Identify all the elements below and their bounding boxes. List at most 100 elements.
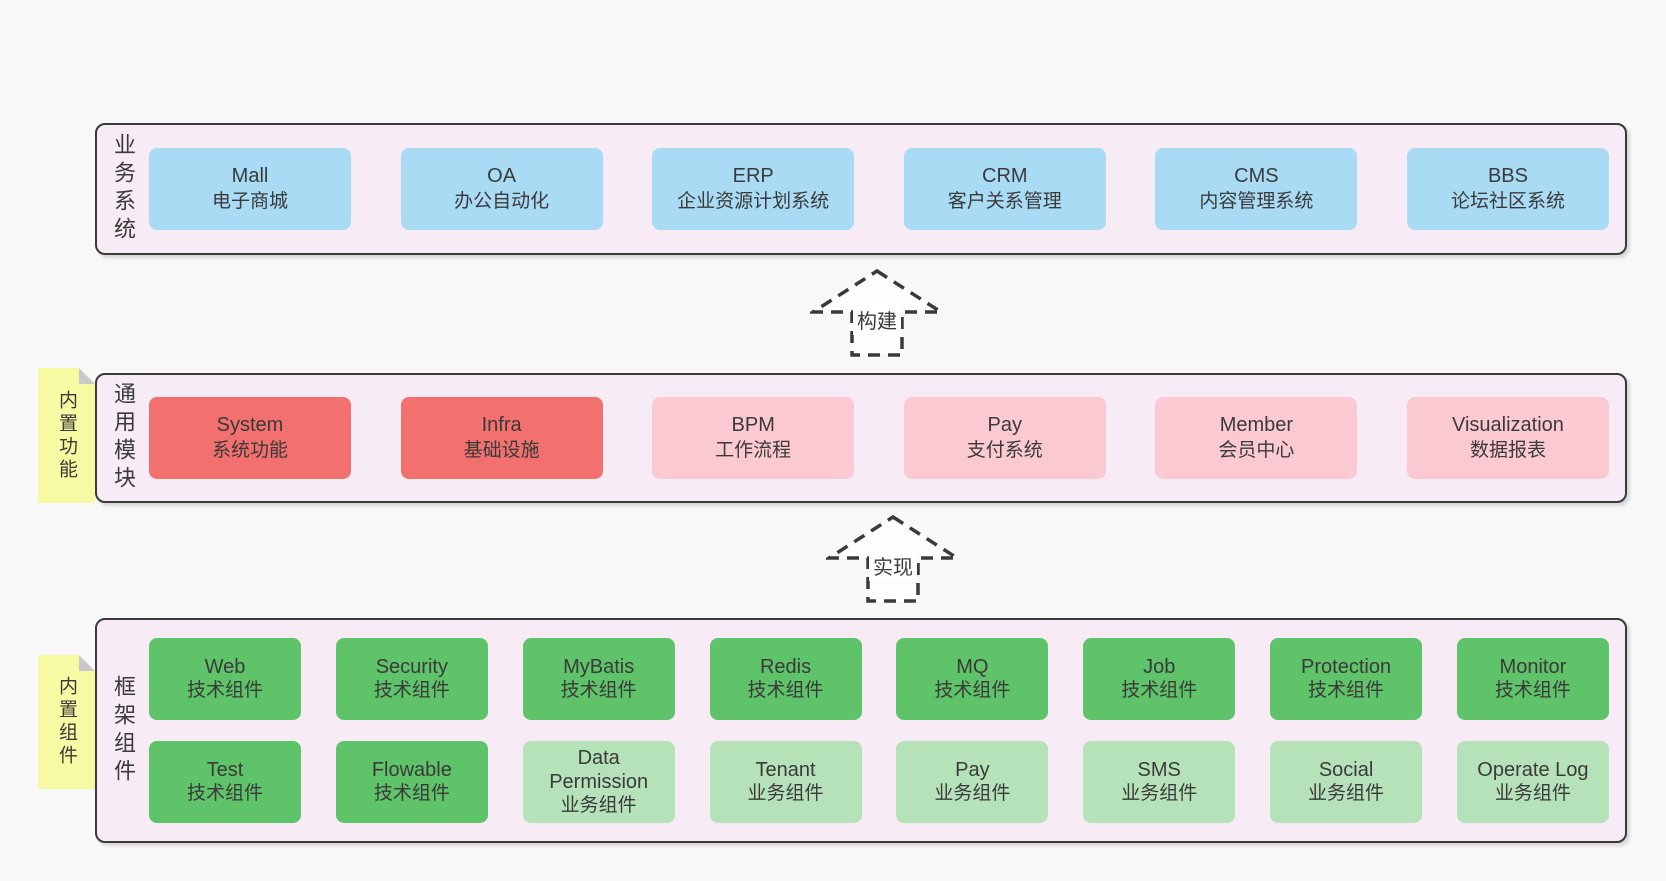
- box-security: Security 技术组件: [335, 638, 488, 720]
- tech-components-row: Web 技术组件 Security 技术组件 MyBatis 技术组件 Redi…: [149, 638, 1609, 720]
- layer-label-text: 框架组件: [111, 674, 136, 787]
- box-subtitle: 技术组件: [186, 680, 263, 701]
- box-subtitle: 内容管理系统: [1199, 191, 1314, 212]
- common-modules-layer: 通用模块 System 系统功能 Infra 基础设施 BPM 工作流程 Pay…: [95, 373, 1627, 503]
- box-title: Protection: [1301, 656, 1392, 678]
- folded-corner-icon: [79, 655, 95, 671]
- box-title: Pay: [955, 759, 990, 781]
- box-subtitle: 工作流程: [715, 440, 792, 461]
- layer-label-text: 通用模块: [111, 382, 136, 494]
- box-mall: Mall 电子商城: [149, 148, 351, 230]
- box-bbs: BBS 论坛社区系统: [1406, 148, 1609, 230]
- common-modules-layer-label: 通用模块: [97, 375, 149, 501]
- sticky-note-builtin-features: 内置功能: [38, 368, 95, 503]
- box-subtitle: 业务组件: [1121, 783, 1198, 804]
- box-subtitle: 基础设施: [463, 440, 540, 461]
- box-subtitle: 业务组件: [934, 783, 1011, 804]
- folded-corner-icon: [79, 368, 95, 384]
- box-subtitle: 系统功能: [211, 440, 288, 461]
- box-title: BPM: [731, 414, 775, 436]
- box-title: CMS: [1234, 165, 1279, 187]
- business-systems-layer-label: 业务系统: [97, 125, 149, 253]
- box-title: Tenant: [755, 759, 816, 781]
- sticky-note-text: 内置组件: [56, 676, 77, 768]
- box-flowable: Flowable 技术组件: [335, 741, 488, 823]
- box-title: BBS: [1487, 165, 1528, 187]
- box-title: MQ: [956, 656, 989, 678]
- box-subtitle: 客户关系管理: [947, 191, 1062, 212]
- layer-label-text: 业务系统: [111, 133, 136, 245]
- box-monitor: Monitor 技术组件: [1456, 638, 1609, 720]
- box-mq: MQ 技术组件: [896, 638, 1049, 720]
- build-arrow-label: 构建: [853, 304, 901, 335]
- box-oa: OA 办公自动化: [400, 148, 603, 230]
- box-title: Flowable: [371, 759, 452, 781]
- box-crm: CRM 客户关系管理: [903, 148, 1106, 230]
- box-title: Web: [204, 656, 246, 678]
- box-subtitle: 技术组件: [186, 783, 263, 804]
- box-title: Member: [1219, 414, 1294, 436]
- box-subtitle: 业务组件: [747, 783, 824, 804]
- box-title: Test: [206, 759, 244, 781]
- box-subtitle: 技术组件: [1494, 680, 1571, 701]
- box-erp: ERP 企业资源计划系统: [652, 148, 855, 230]
- box-subtitle: 会员中心: [1218, 440, 1295, 461]
- box-tenant: Tenant 业务组件: [709, 741, 862, 823]
- box-subtitle: 技术组件: [373, 783, 450, 804]
- box-subtitle: 业务组件: [560, 795, 637, 816]
- box-bpm: BPM 工作流程: [652, 397, 855, 479]
- box-title: Redis: [759, 656, 812, 678]
- implement-arrow: 实现: [826, 514, 960, 604]
- box-subtitle: 技术组件: [1121, 680, 1198, 701]
- box-subtitle: 支付系统: [966, 440, 1043, 461]
- box-cms: CMS 内容管理系统: [1155, 148, 1358, 230]
- box-title: OA: [487, 165, 517, 187]
- box-job: Job 技术组件: [1083, 638, 1236, 720]
- box-pay-component: Pay 业务组件: [896, 741, 1049, 823]
- box-test: Test 技术组件: [149, 741, 301, 823]
- sticky-note-builtin-components: 内置组件: [38, 655, 95, 789]
- box-title: Social: [1318, 759, 1374, 781]
- box-subtitle: 业务组件: [1308, 783, 1385, 804]
- box-title: Data Permission: [549, 747, 649, 793]
- box-redis: Redis 技术组件: [709, 638, 862, 720]
- box-subtitle: 办公自动化: [454, 191, 550, 212]
- business-systems-box-row: Mall 电子商城 OA 办公自动化 ERP 企业资源计划系统 CRM 客户关系…: [149, 148, 1625, 230]
- box-subtitle: 论坛社区系统: [1450, 191, 1565, 212]
- framework-components-rows: Web 技术组件 Security 技术组件 MyBatis 技术组件 Redi…: [149, 638, 1625, 823]
- box-mybatis: MyBatis 技术组件: [522, 638, 675, 720]
- box-infra: Infra 基础设施: [400, 397, 603, 479]
- box-title: CRM: [982, 165, 1028, 187]
- box-subtitle: 技术组件: [747, 680, 824, 701]
- box-title: Monitor: [1499, 656, 1567, 678]
- box-system: System 系统功能: [149, 397, 351, 479]
- box-social: Social 业务组件: [1270, 741, 1423, 823]
- box-title: Mall: [231, 165, 269, 187]
- box-title: Operate Log: [1477, 759, 1589, 781]
- box-title: MyBatis: [563, 656, 635, 678]
- box-title: SMS: [1137, 759, 1181, 781]
- build-arrow: 构建: [810, 268, 944, 358]
- box-subtitle: 技术组件: [1308, 680, 1385, 701]
- box-title: Visualization: [1452, 414, 1564, 436]
- box-title: Job: [1143, 656, 1176, 678]
- box-title: ERP: [732, 165, 774, 187]
- box-pay: Pay 支付系统: [903, 397, 1106, 479]
- box-subtitle: 数据报表: [1469, 440, 1546, 461]
- box-title: Pay: [987, 414, 1023, 436]
- box-subtitle: 业务组件: [1494, 783, 1571, 804]
- box-title: System: [216, 414, 284, 436]
- box-subtitle: 电子商城: [211, 191, 288, 212]
- implement-arrow-label: 实现: [869, 550, 917, 581]
- box-subtitle: 技术组件: [560, 680, 637, 701]
- box-web: Web 技术组件: [149, 638, 301, 720]
- box-data-permission: Data Permission 业务组件: [522, 741, 675, 823]
- framework-components-layer: 框架组件 Web 技术组件 Security 技术组件 MyBatis 技术组件…: [95, 618, 1627, 843]
- box-title: Infra: [481, 414, 522, 436]
- box-subtitle: 技术组件: [373, 680, 450, 701]
- box-operate-log: Operate Log 业务组件: [1456, 741, 1609, 823]
- box-title: Security: [375, 656, 448, 678]
- box-subtitle: 企业资源计划系统: [677, 191, 830, 212]
- box-visualization: Visualization 数据报表: [1406, 397, 1609, 479]
